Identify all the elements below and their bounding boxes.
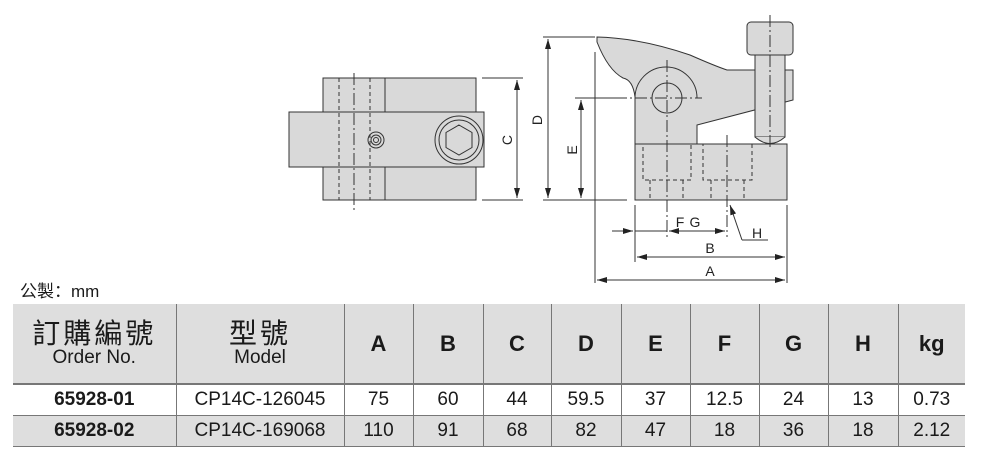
dim-label-g: G xyxy=(690,214,701,230)
header-en: Model xyxy=(234,347,286,369)
header-kg: kg xyxy=(897,304,965,385)
header-g: G xyxy=(758,304,828,385)
value-cell: 37 xyxy=(620,384,690,416)
value-cell: 82 xyxy=(550,415,621,447)
value-cell: 91 xyxy=(412,415,483,447)
value-cell: 36 xyxy=(758,415,828,447)
dim-label-c: C xyxy=(499,135,515,145)
order-no-cell: 65928-02 xyxy=(13,415,176,447)
model-cell: CP14C-169068 xyxy=(175,415,344,447)
value-cell: 18 xyxy=(827,415,898,447)
header-c: C xyxy=(482,304,551,385)
technical-drawing: C D E A B F G H xyxy=(288,15,794,283)
header-h: H xyxy=(827,304,898,385)
header-en: Order No. xyxy=(52,347,136,369)
small-screw-icon xyxy=(367,131,385,149)
value-cell: 110 xyxy=(343,415,413,447)
dim-label-e: E xyxy=(564,145,580,154)
value-cell: 18 xyxy=(689,415,759,447)
dim-label-h: H xyxy=(752,225,762,241)
header-zh: 型號 xyxy=(228,316,291,350)
dim-label-b: B xyxy=(705,240,714,256)
unit-label: 公製：mm xyxy=(20,282,100,301)
value-cell: 0.73 xyxy=(897,384,965,416)
value-cell: 44 xyxy=(482,384,551,416)
dimension-lines xyxy=(482,36,788,283)
dim-label-a: A xyxy=(705,263,715,279)
header-f: F xyxy=(689,304,759,385)
value-cell: 13 xyxy=(827,384,898,416)
value-cell: 75 xyxy=(343,384,413,416)
value-cell: 68 xyxy=(482,415,551,447)
order-no-cell: 65928-01 xyxy=(13,384,176,416)
header-d: D xyxy=(550,304,621,385)
dim-label-f: F xyxy=(676,214,685,230)
value-cell: 12.5 xyxy=(689,384,759,416)
dim-label-d: D xyxy=(529,115,545,125)
header-e: E xyxy=(620,304,690,385)
hex-socket-icon xyxy=(434,115,484,165)
value-cell: 24 xyxy=(758,384,828,416)
value-cell: 60 xyxy=(412,384,483,416)
top-view xyxy=(288,73,485,210)
header-b: B xyxy=(412,304,483,385)
header-zh: 訂購編號 xyxy=(32,316,157,350)
model-cell: CP14C-126045 xyxy=(175,384,344,416)
value-cell: 2.12 xyxy=(897,415,965,447)
value-cell: 59.5 xyxy=(550,384,621,416)
header-a: A xyxy=(343,304,413,385)
value-cell: 47 xyxy=(620,415,690,447)
side-view xyxy=(575,15,794,237)
